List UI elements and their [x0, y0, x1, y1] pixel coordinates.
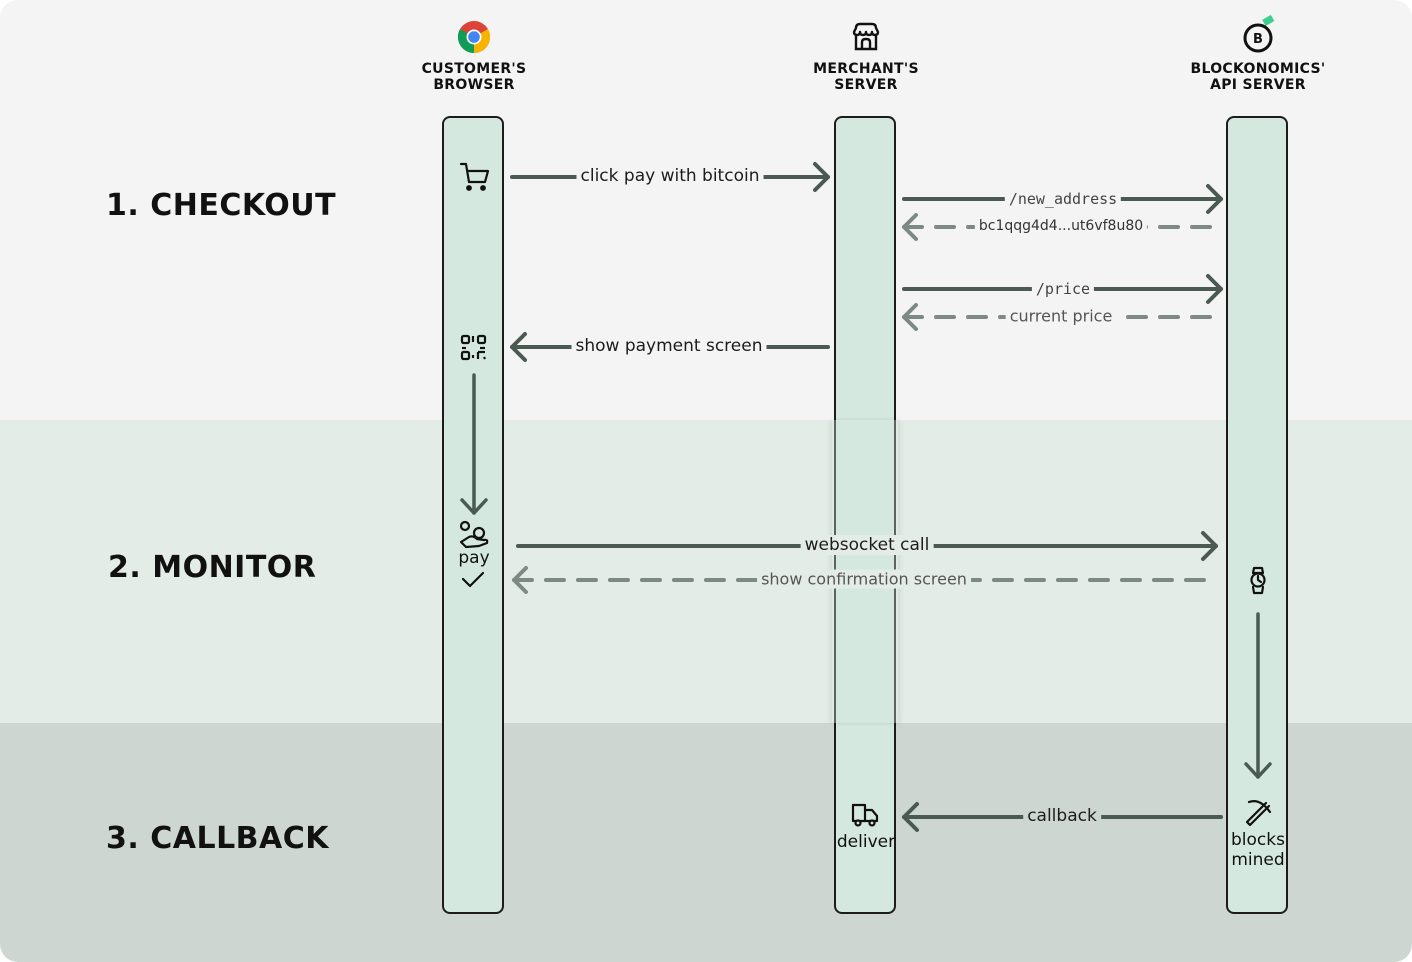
message-label-confirmation: show confirmation screen: [757, 569, 971, 589]
step-label-line: mined: [1231, 850, 1285, 870]
qr-code-icon: [460, 334, 487, 361]
hand-coin-icon: [459, 520, 489, 549]
message-label-price-reply: current price: [1005, 306, 1117, 326]
message-label-show-payment: show payment screen: [571, 336, 767, 356]
lifeline-customer-browser: [442, 116, 504, 914]
actor-label-line: API SERVER: [1210, 77, 1306, 93]
message-label-address-reply: bc1qqg4d4...ut6vf8u80: [974, 218, 1148, 234]
step-label-blocks-mined: blocks mined: [1231, 830, 1285, 870]
chrome-icon: [457, 21, 491, 54]
message-label-callback: callback: [1023, 806, 1101, 826]
message-label-websocket: websocket call: [800, 535, 934, 555]
message-label-price: /price: [1031, 280, 1095, 298]
actor-label-merchant-server: MERCHANT'S SERVER: [766, 61, 966, 93]
step-label-deliver: deliver: [836, 832, 896, 852]
actor-label-line: BLOCKONOMICS': [1190, 61, 1326, 77]
message-label-new-address: /new_address: [1004, 190, 1122, 208]
pickaxe-icon: [1245, 800, 1272, 827]
svg-text:B: B: [1253, 32, 1263, 47]
step-label-pay: pay: [458, 548, 490, 568]
blockonomics-logo-icon: B: [1243, 14, 1275, 53]
message-label-click-pay: click pay with bitcoin: [576, 166, 764, 186]
phase-label-monitor: 2. MONITOR: [108, 550, 317, 585]
check-icon: [461, 571, 485, 588]
actor-label-line: SERVER: [834, 77, 898, 93]
phase-label-callback: 3. CALLBACK: [106, 821, 330, 856]
actor-label-blockonomics-api: BLOCKONOMICS' API SERVER: [1158, 61, 1358, 93]
actor-label-line: BROWSER: [433, 77, 515, 93]
cart-icon: [459, 162, 490, 191]
lifeline-blockonomics-api: [1226, 116, 1288, 914]
phase-band-callback: [0, 723, 1412, 962]
lifeline-merchant-server: [834, 116, 896, 914]
phase-label-checkout: 1. CHECKOUT: [106, 188, 337, 223]
arrow-browser-vertical: [460, 373, 488, 515]
phase-band-monitor: [0, 420, 1412, 723]
truck-icon: [851, 803, 879, 827]
watch-icon: [1250, 566, 1266, 595]
actor-label-line: CUSTOMER'S: [421, 61, 527, 77]
actor-label-line: MERCHANT'S: [813, 61, 919, 77]
actor-label-customer-browser: CUSTOMER'S BROWSER: [374, 61, 574, 93]
store-icon: [852, 22, 880, 51]
arrow-api-vertical: [1244, 612, 1272, 779]
step-label-line: blocks: [1231, 830, 1285, 850]
